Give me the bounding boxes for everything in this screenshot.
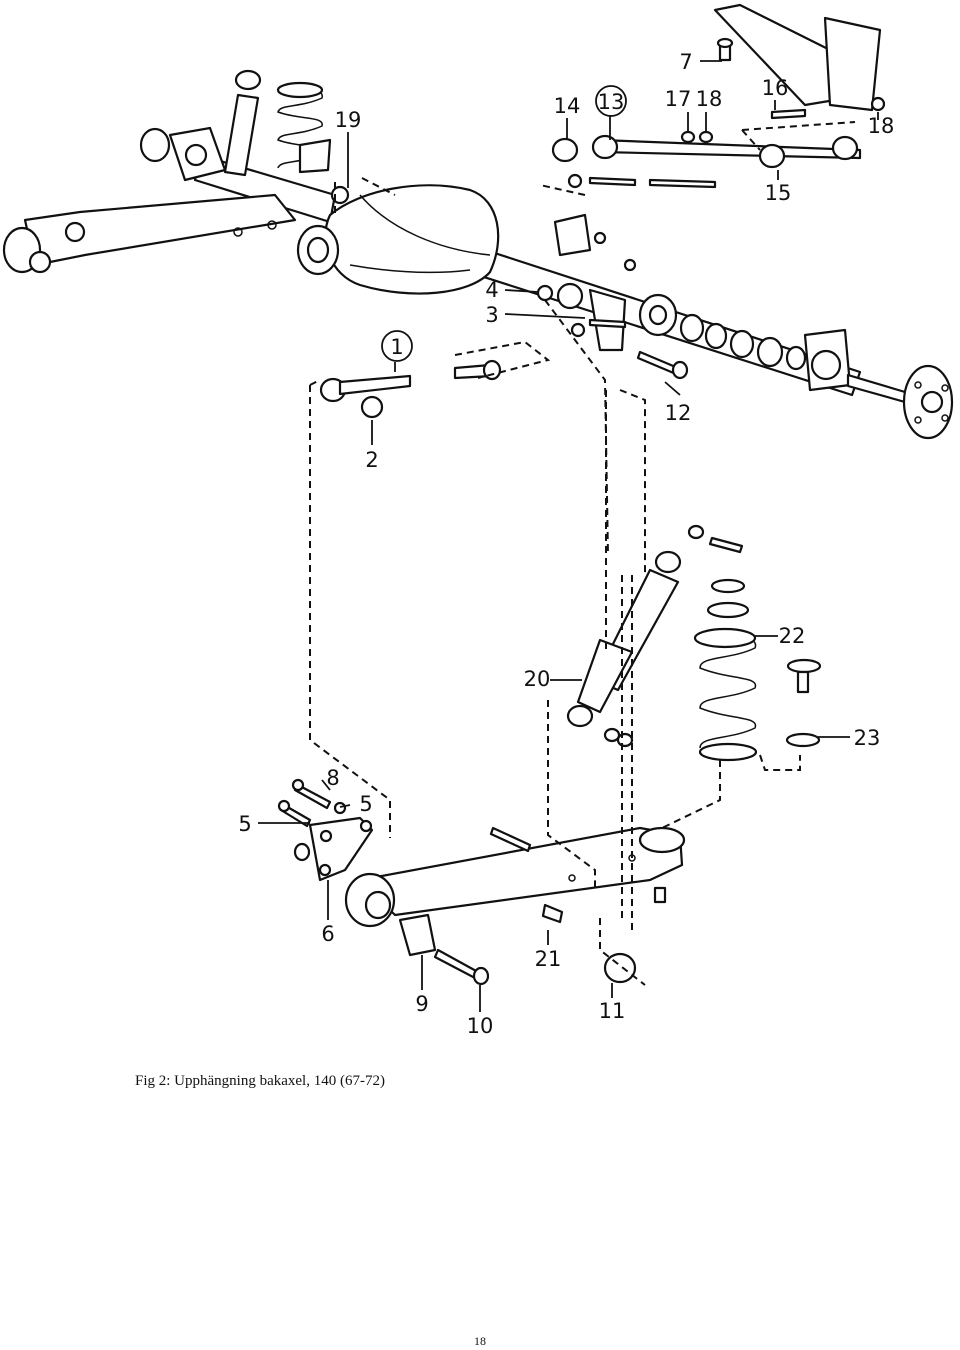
callout-8: 8: [326, 766, 339, 790]
callout-17: 17: [665, 87, 692, 111]
reaction-rod-assembly: [319, 284, 689, 419]
rear-axle-assembly: [139, 126, 954, 440]
callout-14: 14: [554, 94, 581, 118]
rear-suspension-exploded-diagram: 1 2 3 4 5 5 6 7 8 9 10 11 12 13 14 15 16…: [2, 3, 954, 1038]
callout-15: 15: [765, 181, 792, 205]
callout-7: 7: [679, 50, 692, 74]
callout-23: 23: [854, 726, 881, 750]
callout-3: 3: [485, 303, 498, 327]
upper-left-spring-and-shock: [223, 69, 350, 205]
figure-caption: Fig 2: Upphängning bakaxel, 140 (67-72): [135, 1073, 385, 1089]
lower-trailing-arm: [277, 778, 686, 986]
page-number: 18: [474, 1334, 486, 1348]
callout-2: 2: [365, 448, 378, 472]
callout-1-ring: [381, 330, 413, 362]
callout-18-top: 18: [696, 87, 723, 111]
callout-12: 12: [665, 401, 692, 425]
upper-left-trailing-arm: [2, 193, 297, 274]
callout-6: 6: [321, 922, 334, 946]
callout-20: 20: [524, 667, 551, 691]
callout-10: 10: [467, 1014, 494, 1038]
shock-absorber: [566, 524, 744, 748]
callout-18-right: 18: [868, 114, 895, 138]
callout-22: 22: [779, 624, 806, 648]
callout-4: 4: [485, 278, 498, 302]
callout-13-ring: [595, 85, 627, 117]
callout-11: 11: [599, 999, 626, 1023]
leader-lines: [258, 60, 879, 1012]
callout-1: 1: [390, 335, 403, 359]
callout-labels: 1 2 3 4 5 5 6 7 8 9 10 11 12 13 14 15 16…: [238, 50, 894, 1038]
coil-spring: [693, 578, 822, 762]
callout-16: 16: [762, 76, 789, 100]
callout-19: 19: [335, 108, 362, 132]
callout-5-left: 5: [238, 812, 251, 836]
callout-13: 13: [598, 90, 625, 114]
callout-21: 21: [535, 947, 562, 971]
callout-5-right: 5: [359, 792, 372, 816]
panhard-rod-assembly: [551, 3, 886, 189]
assembly-guide-lines: [309, 121, 856, 986]
callout-9: 9: [415, 992, 428, 1016]
